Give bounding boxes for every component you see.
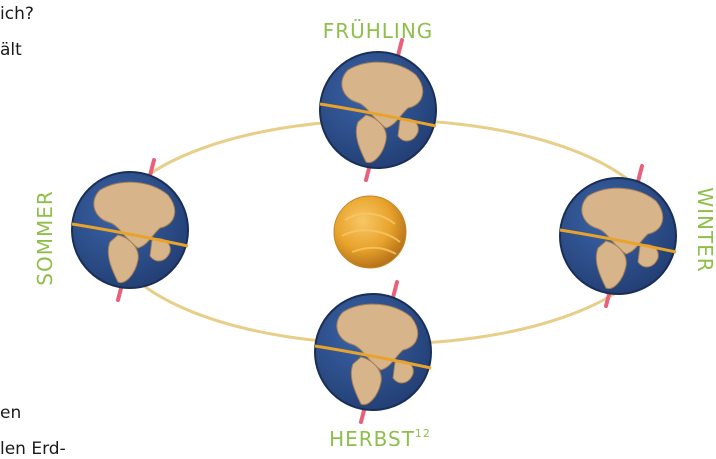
label-summer: SOMMER	[33, 190, 57, 285]
earth-winter	[560, 166, 676, 306]
label-autumn-footnote: 12	[415, 427, 431, 440]
earth-summer	[72, 160, 188, 300]
earth-autumn	[315, 282, 431, 422]
label-spring: FRÜHLING	[323, 19, 434, 43]
earth-spring	[320, 40, 436, 180]
label-autumn-text: HERBST	[329, 427, 415, 451]
label-winter: WINTER	[693, 187, 716, 272]
label-autumn: HERBST12	[329, 427, 431, 451]
sun	[334, 196, 406, 268]
